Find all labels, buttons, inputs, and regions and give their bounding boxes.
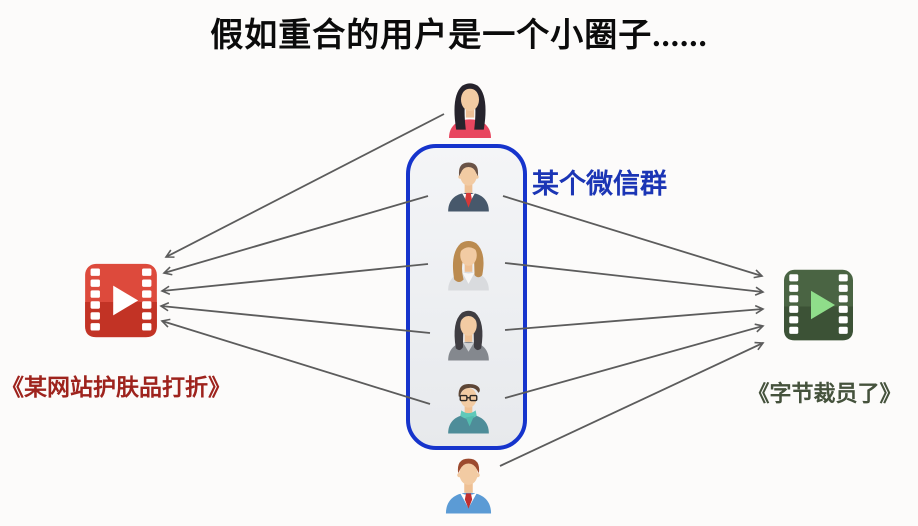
- arrow-member1-to-right-video: [502, 195, 764, 279]
- avatar-bottom-user-icon: [438, 450, 499, 516]
- arrow-member3-to-left-video: [159, 302, 431, 334]
- red-film-play-icon: [82, 260, 160, 341]
- wechat-group-label: 某个微信群: [532, 169, 667, 199]
- arrow-bottomuser-to-right-video: [499, 341, 765, 467]
- play-triangle-icon: [811, 290, 835, 320]
- avatar-member4-icon: [441, 374, 496, 438]
- arrow-member4-to-left-video: [160, 318, 431, 405]
- arrow-topuser-to-left-video: [164, 113, 445, 258]
- arrow-member2-to-left-video: [160, 263, 429, 295]
- avatar-top-user-icon: [440, 76, 500, 140]
- avatar-member1-icon: [441, 152, 496, 216]
- avatar-member3-icon: [441, 302, 496, 364]
- green-film-play-icon: [781, 264, 856, 346]
- arrow-member1-to-left-video: [162, 195, 429, 276]
- play-triangle-icon: [113, 285, 139, 316]
- page-title: 假如重合的用户是一个小圈子......: [210, 18, 708, 54]
- avatar-member2-icon: [441, 231, 496, 295]
- arrow-member3-to-right-video: [504, 304, 765, 331]
- left-video-title: 《某网站护肤品打折》: [1, 375, 231, 400]
- arrow-member2-to-right-video: [504, 262, 765, 296]
- right-video-title: 《字节裁员了》: [747, 381, 902, 406]
- arrow-member4-to-right-video: [504, 323, 765, 399]
